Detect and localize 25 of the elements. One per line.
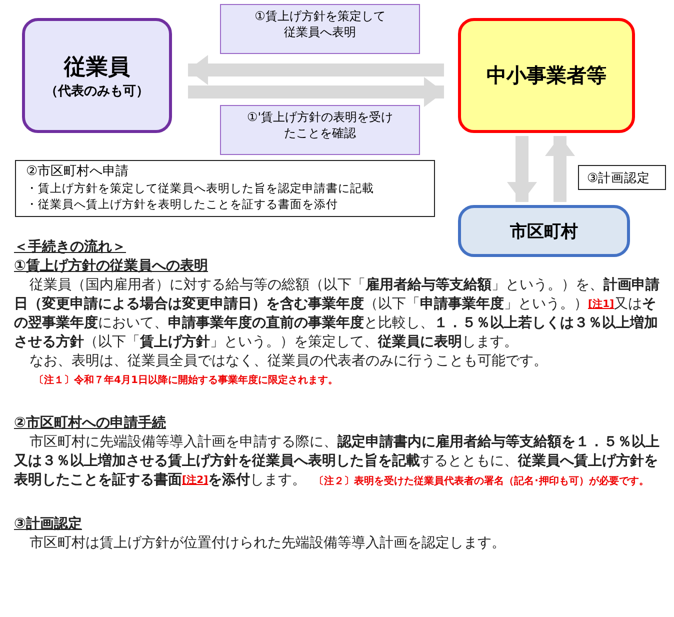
panel-heading: ②市区町村へ申請 xyxy=(26,164,130,180)
arrow xyxy=(507,136,537,202)
arrow xyxy=(188,55,444,85)
section-heading: ①賃上げ方針の従業員への表明 xyxy=(14,257,208,276)
node-title: 中小事業者等 xyxy=(486,62,606,89)
bullet-item: ・賃上げ方針を策定して従業員へ表明した旨を認定申請書に記載 xyxy=(26,180,375,196)
node-title: 従業員 xyxy=(64,54,130,82)
node-title: 市区町村 xyxy=(510,220,578,242)
edge-label: ①'賃上げ方針の表明を受けたことを確認 xyxy=(220,105,420,155)
footnote: 〔注１〕令和７年4月1日以降に開始する事業年度に限定されます。 xyxy=(33,373,339,388)
process-box xyxy=(22,18,172,133)
process-box xyxy=(458,205,630,257)
section-heading: ②市区町村への申請手続 xyxy=(14,414,166,433)
arrow xyxy=(188,77,444,107)
bullet-item: ・従業員へ賃上げ方針を表明したことを証する書面を添付 xyxy=(26,196,339,212)
footnote: 〔注２〕表明を受けた従業員代表者の署名（記名･押印も可）が必要です。 xyxy=(314,476,650,487)
arrow xyxy=(545,136,575,202)
paragraph: 市区町村は賃上げ方針が位置付けられた先端設備等導入計画を認定します。 xyxy=(28,534,507,553)
paragraph: なお、表明は、従業員全員ではなく、従業員の代表者のみに行うことも可能です。 xyxy=(28,352,549,371)
section-heading: ＜手続きの流れ＞ xyxy=(14,238,126,257)
process-box xyxy=(458,18,635,133)
section-heading: ③計画認定 xyxy=(14,515,82,534)
edge-label: ①賃上げ方針を策定して従業員へ表明 xyxy=(220,4,420,54)
edge-label: ③計画認定 xyxy=(578,165,666,190)
node-subtitle: （代表のみも可） xyxy=(45,82,149,100)
